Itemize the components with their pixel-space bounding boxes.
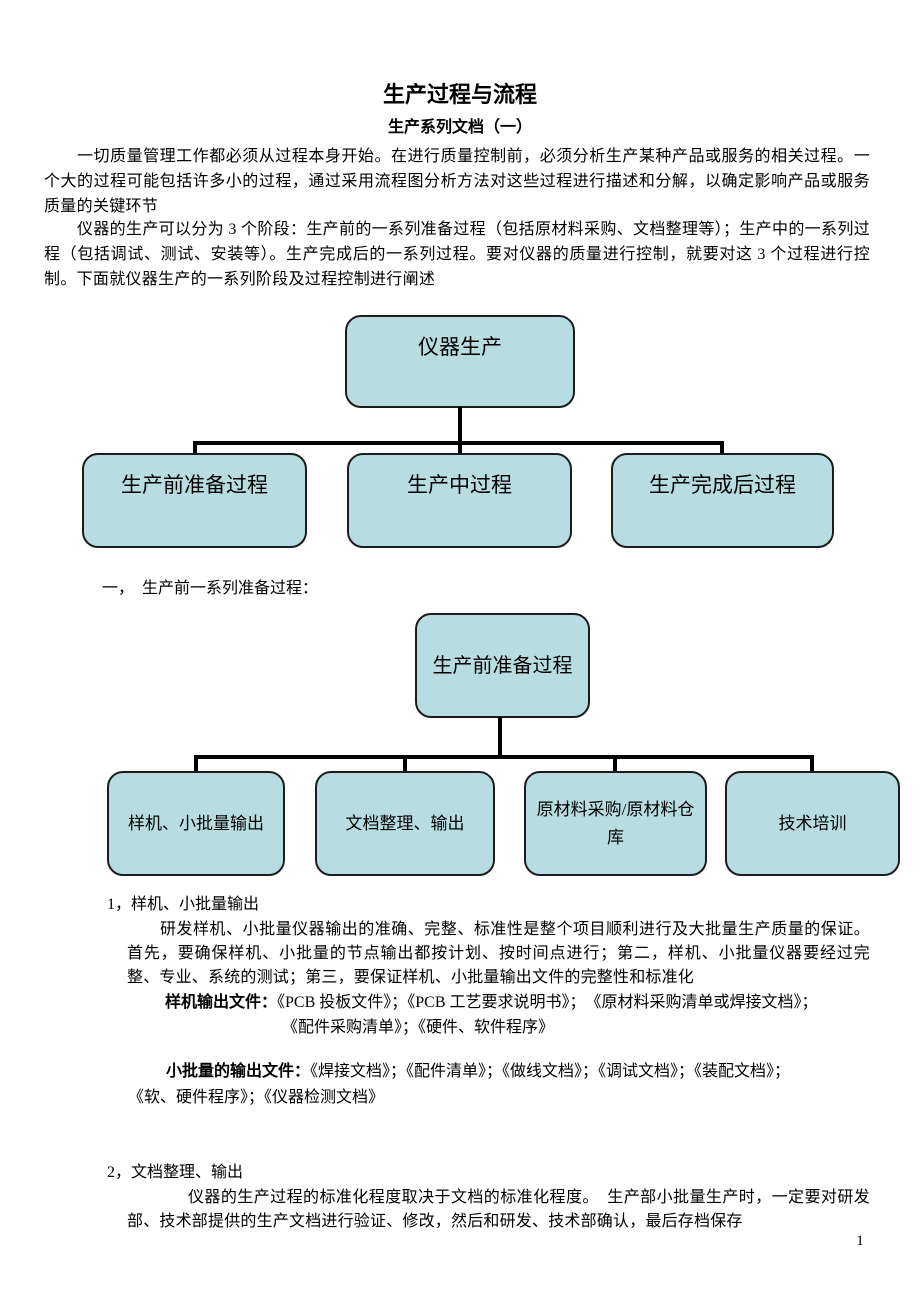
section2-heading: 2，文档整理、输出 — [107, 1164, 244, 1181]
intro-paragraph-2: 仪器的生产可以分为 3 个阶段：生产前的一系列准备过程（包括原材料采购、文档整理… — [44, 221, 870, 288]
connector-line — [458, 407, 462, 443]
intro-paragraph-1: 一切质量管理工作都必须从过程本身开始。在进行质量控制前，必须分析生产某种产品或服… — [44, 148, 870, 215]
flowchart2-child-node: 样机、小批量输出 — [107, 771, 285, 876]
flowchart2-root-node: 生产前准备过程 — [415, 613, 590, 718]
connector-line — [810, 755, 814, 772]
sample-output-files-list: 《PCB 投板文件》；《PCB 工艺要求说明书》； 《原材料采购清单或焊接文档》… — [277, 994, 818, 1011]
doc-subtitle: 生产系列文档（一） — [387, 119, 532, 136]
sample-output-files-line2: 《配件采购清单》；《硬件、软件程序》 — [282, 1019, 555, 1036]
small-batch-files-label: 小批量的输出文件： — [166, 1063, 311, 1080]
connector-line — [403, 755, 407, 772]
flowchart2-child-node: 技术培训 — [725, 771, 900, 876]
connector-line — [194, 755, 814, 759]
small-batch-files-list: 《焊接文档》；《配件清单》；《做线文档》；《调试文档》；《装配文档》； — [310, 1063, 791, 1080]
flowchart1-child-node: 生产前准备过程 — [82, 453, 307, 548]
flowchart2-child-node: 原材料采购/原材料仓库 — [524, 771, 707, 876]
doc-title: 生产过程与流程 — [382, 82, 537, 107]
flowchart2-child-node: 文档整理、输出 — [315, 771, 495, 876]
connector-line — [194, 755, 198, 772]
sample-output-files-label: 样机输出文件： — [165, 994, 278, 1011]
section1-heading: 1，样机、小批量输出 — [107, 896, 260, 913]
connector-line — [458, 441, 462, 455]
flowchart1-root-node: 仪器生产 — [345, 315, 575, 408]
list-intro: 一， 生产前一系列准备过程： — [102, 580, 319, 597]
section1-body: 研发样机、小批量仪器输出的准确、完整、标准性是整个项目顺利进行及大批量生产质量的… — [127, 921, 870, 986]
flowchart1-child-node: 生产完成后过程 — [611, 453, 834, 548]
connector-line — [613, 755, 617, 772]
flowchart1-child-node: 生产中过程 — [347, 453, 572, 548]
sample-output-files-line1: 样机输出文件：《PCB 投板文件》；《PCB 工艺要求说明书》； 《原材料采购清… — [165, 991, 818, 1015]
connector-line — [498, 717, 502, 759]
small-batch-files-line2: 《软、硬件程序》；《仪器检测文档》 — [128, 1089, 385, 1106]
small-batch-files-line1: 小批量的输出文件：《焊接文档》；《配件清单》；《做线文档》；《调试文档》；《装配… — [166, 1060, 790, 1084]
connector-line — [720, 441, 724, 455]
page-number: 1 — [856, 1233, 864, 1249]
section2-body: 仪器的生产过程的标准化程度取决于文档的标准化程度。 生产部小批量生产时，一定要对… — [127, 1189, 870, 1230]
connector-line — [193, 441, 197, 455]
